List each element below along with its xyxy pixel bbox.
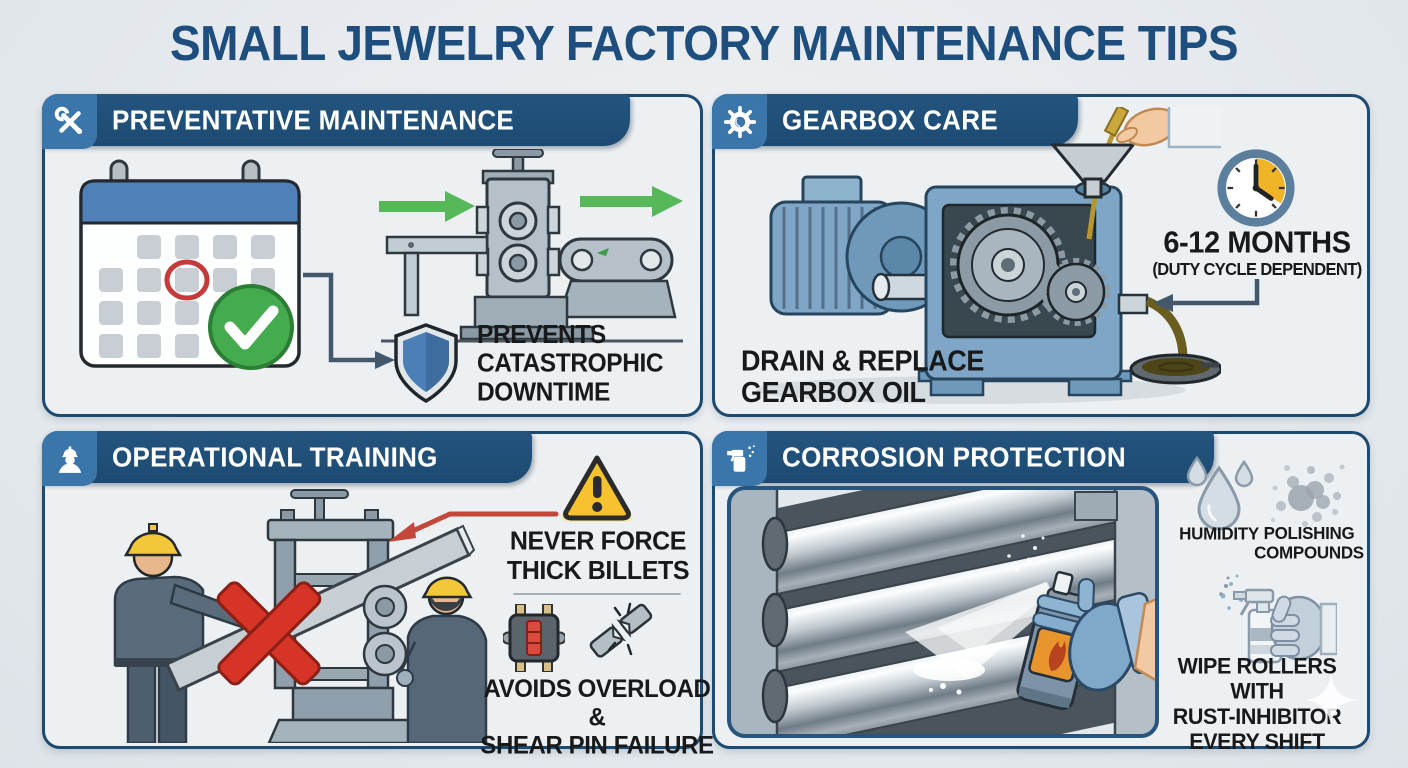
rolling-mill-illustration: [379, 149, 683, 343]
panel-header-label: PREVENTATIVE MAINTENANCE: [112, 103, 515, 136]
panel-header-label: GEARBOX CARE: [782, 103, 998, 136]
flow-arrow: [303, 272, 395, 369]
rollers-spray-illustration: [727, 486, 1159, 738]
polishing-compounds-icon: [1271, 464, 1345, 527]
panel-preventative-maintenance: PREVENTATIVE MAINTENANCE: [42, 94, 703, 417]
action-text: DRAIN & REPLACE GEARBOX OIL: [741, 345, 985, 409]
benefit-text: PREVENTS CATASTROPHIC DOWNTIME: [477, 320, 664, 407]
interval-text: 6-12 MONTHS: [1163, 226, 1351, 260]
spray-bottle-hand-icon: [1219, 574, 1337, 664]
gearbox-illustration: [756, 107, 1221, 404]
benefit-text: AVOIDS OVERLOAD & SHEAR PIN FAILURE: [480, 674, 714, 760]
divider-line: [513, 593, 681, 595]
interval-note-text: (DUTY CYCLE DEPENDENT): [1152, 260, 1362, 280]
panel-header-training: OPERATIONAL TRAINING: [42, 431, 532, 483]
clock-icon: [1217, 149, 1295, 227]
panel-operational-training: OPERATIONAL TRAINING: [42, 431, 714, 760]
warning-triangle-icon: [561, 454, 633, 522]
broken-shear-pin-icon: [589, 602, 653, 658]
elbow-arrow: [1153, 279, 1260, 312]
humidity-droplets-icon: [1186, 456, 1254, 531]
overload-box-icon: [503, 604, 565, 672]
panel-header-label: OPERATIONAL TRAINING: [112, 440, 438, 473]
panel-header-label: CORROSION PROTECTION: [782, 440, 1127, 473]
worker-icon: [42, 431, 97, 486]
red-warning-arrow: [388, 511, 559, 542]
panel-header-preventative: PREVENTATIVE MAINTENANCE: [42, 94, 630, 146]
panel-corrosion-protection: CORROSION PROTECTION: [712, 431, 1370, 755]
panel-header-gearbox: GEARBOX CARE: [712, 94, 1078, 146]
workers-illustration: [113, 489, 488, 743]
tools-icon: [42, 94, 97, 149]
hazard-humidity-label: HUMIDITY: [1179, 523, 1259, 544]
warning-text: NEVER FORCE THICK BILLETS: [506, 526, 690, 586]
hazard-polishing-label: POLISHING COMPOUNDS: [1254, 523, 1364, 563]
spray-bottle-icon: [712, 431, 767, 486]
gear-icon: [712, 94, 767, 149]
panel-header-corrosion: CORROSION PROTECTION: [712, 431, 1214, 483]
sparkle-icon: [1305, 674, 1357, 726]
panel-gearbox-care: GEARBOX CARE: [712, 94, 1370, 417]
action-text: WIPE ROLLERS WITH RUST-INHIBITOR EVERY S…: [1172, 653, 1342, 755]
calendar-illustration: [79, 159, 301, 370]
shield-icon: [394, 323, 458, 404]
page-title: SMALL JEWELRY FACTORY MAINTENANCE TIPS: [169, 15, 1239, 71]
